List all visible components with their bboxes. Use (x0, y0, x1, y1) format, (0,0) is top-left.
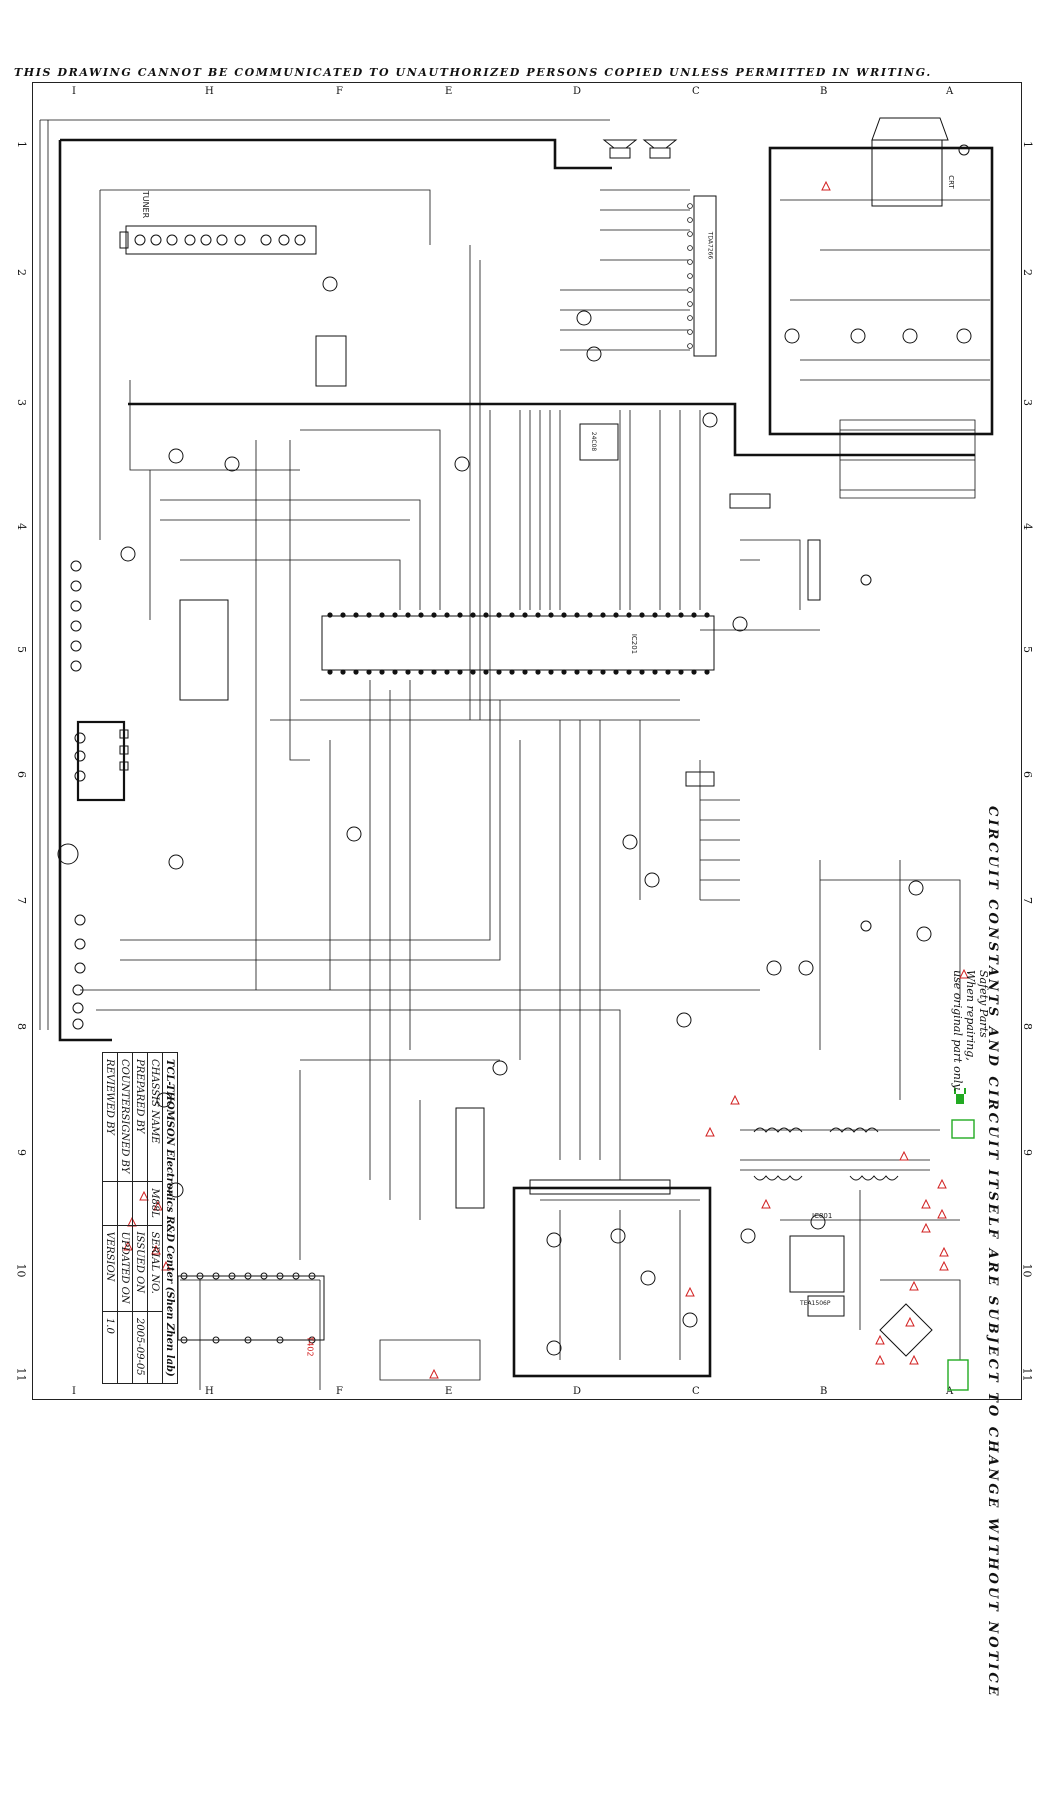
title-block: TCL-THOMSON Electronics R&D Center (Shen… (102, 1052, 178, 1384)
drawing-frame (32, 82, 1022, 1400)
col-ref: I (72, 86, 76, 97)
col-ref: D (573, 1386, 582, 1397)
change-notice: CIRCUIT CONSTANTS AND CIRCUIT ITSELF ARE… (985, 806, 1000, 1699)
power-transformer (753, 1127, 899, 1181)
eeprom-label: 24C08 (590, 431, 598, 452)
prepared-label: PREPARED BY (132, 1052, 148, 1182)
chassis-label: CHASSIS NAME (147, 1052, 163, 1182)
transistors (120, 276, 972, 1356)
transformer (177, 1272, 325, 1344)
sound-ic-pins (687, 203, 693, 349)
tuner-label: TUNER (141, 190, 151, 219)
col-ref: B (820, 86, 828, 97)
issued-value: 2005-09-05 (132, 1311, 148, 1384)
col-ref: A (946, 1386, 954, 1397)
schematic-diagram (39, 117, 994, 1391)
warning-triangles (123, 180, 969, 1379)
col-ref: E (445, 86, 453, 97)
bridge-rectifier (879, 1303, 933, 1357)
version-value: 1.0 (102, 1311, 118, 1384)
col-ref: A (946, 86, 954, 97)
main-ic (321, 615, 715, 671)
plug-icon (954, 1088, 966, 1104)
serial-value (147, 1311, 163, 1384)
tuner (119, 225, 317, 255)
reviewed-label: REVIEWED BY (102, 1052, 118, 1182)
confidentiality-notice: THIS DRAWING CANNOT BE COMMUNICATED TO U… (14, 66, 932, 79)
eeprom (179, 335, 845, 1317)
safety-line-2: When repairing, (964, 970, 977, 1061)
col-ref: E (445, 1386, 453, 1397)
col-ref: F (336, 86, 343, 97)
sound-ic (693, 195, 717, 357)
chassis-value: M88L (147, 1181, 163, 1226)
mains-plug (947, 1119, 975, 1391)
safety-note: Safety Parts When repairing, use origina… (951, 970, 990, 1092)
col-ref: F (336, 1386, 343, 1397)
main-ic-pins (327, 612, 710, 675)
reviewed-value (102, 1181, 118, 1226)
crt-socket (871, 117, 970, 207)
countersigned-value (117, 1181, 133, 1226)
countersigned-label: COUNTERSIGNED BY (117, 1052, 133, 1182)
crt-label: CRT (946, 175, 955, 189)
col-ref: D (573, 86, 582, 97)
av-connectors (57, 560, 86, 1030)
col-ref: H (205, 1386, 214, 1397)
updated-value (117, 1311, 133, 1384)
sound-ic-label: TDA7266 (706, 231, 714, 260)
speakers (602, 139, 678, 159)
transformer-label: T402 (305, 1336, 315, 1357)
company-name: TCL-THOMSON Electronics R&D Center (Shen… (162, 1052, 178, 1384)
col-ref: C (692, 1386, 700, 1397)
safety-line-1: Safety Parts (977, 970, 990, 1038)
issued-label: ISSUED ON (132, 1225, 148, 1312)
version-label: VERSION (102, 1225, 118, 1312)
col-ref: H (205, 86, 214, 97)
power-ic-label: TEA1506P (800, 1300, 831, 1307)
col-ref: I (72, 1386, 76, 1397)
updated-label: UPDATED ON (117, 1225, 133, 1312)
header-connectors (119, 493, 821, 1195)
serial-label: SERIAL NO. (147, 1225, 163, 1312)
main-ic-label: IC201 (630, 633, 639, 655)
col-ref: B (820, 1386, 828, 1397)
safety-line-3: use original part only. (951, 970, 964, 1092)
col-ref: C (692, 86, 700, 97)
ic-label: IC801 (812, 1212, 833, 1220)
prepared-value (132, 1181, 148, 1226)
